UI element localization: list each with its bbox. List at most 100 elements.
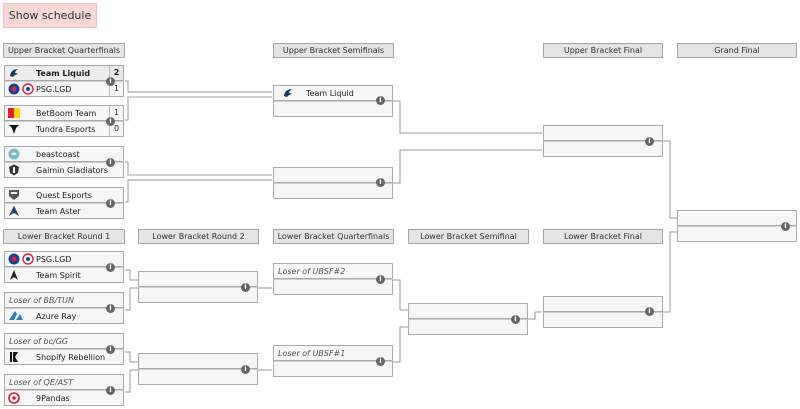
match-info-icon[interactable]: i — [376, 96, 385, 105]
match-slot[interactable]: Team Spirit — [4, 267, 124, 283]
placeholder-team-name: Loser of UBSF#2 — [278, 267, 346, 276]
match-slot[interactable]: Team Aster — [4, 203, 124, 219]
match-slot[interactable] — [273, 101, 393, 117]
match-slot[interactable]: Team Liquid 2 — [4, 65, 124, 81]
match-slot[interactable]: Loser of UBSF#1 — [273, 345, 393, 361]
team-name: Azure Ray — [36, 312, 77, 321]
match-ubsf-1[interactable]: Team Liquid — [273, 85, 393, 117]
match-info-icon[interactable]: i — [241, 283, 250, 292]
match-slot[interactable] — [273, 167, 393, 183]
team-name: Tundra Esports — [36, 125, 96, 134]
match-info-icon[interactable]: i — [376, 357, 385, 366]
match-ubsf-2[interactable] — [273, 167, 393, 199]
match-info-icon[interactable]: i — [106, 386, 115, 395]
lgd-logo-icon — [22, 83, 34, 95]
match-slot[interactable] — [677, 210, 797, 226]
match-info-icon[interactable]: i — [645, 137, 654, 146]
shopify-rebellion-logo-icon — [10, 352, 18, 362]
match-slot[interactable] — [138, 369, 258, 385]
quest-esports-logo-icon — [9, 190, 19, 200]
match-info-icon[interactable]: i — [376, 178, 385, 187]
match-lb-final[interactable] — [543, 296, 663, 328]
match-slot[interactable] — [543, 125, 663, 141]
match-slot[interactable] — [408, 319, 528, 335]
match-slot[interactable]: Azure Ray — [4, 308, 124, 324]
match-info-icon[interactable]: i — [106, 77, 115, 86]
match-info-icon[interactable]: i — [781, 222, 790, 231]
match-info-icon[interactable]: i — [106, 263, 115, 272]
match-slot[interactable] — [273, 361, 393, 377]
match-ubqf-2[interactable]: BetBoom Team 1 Tundra Esports 0 — [4, 105, 124, 137]
team-name: 9Pandas — [36, 394, 70, 403]
match-slot[interactable] — [543, 296, 663, 312]
match-slot[interactable] — [677, 226, 797, 242]
match-info-icon[interactable]: i — [106, 345, 115, 354]
match-grand-final[interactable] — [677, 210, 797, 242]
match-info-icon[interactable]: i — [645, 307, 654, 316]
match-ubqf-3[interactable]: beastcoast Gaimin Gladiators — [4, 146, 124, 178]
match-slot[interactable]: PSG.LGD — [4, 251, 124, 267]
match-ubqf-4[interactable]: Quest Esports Team Aster — [4, 187, 124, 219]
team-name: Team Liquid — [306, 89, 354, 98]
match-lbr1-1[interactable]: PSG.LGD Team Spirit — [4, 251, 124, 283]
psg-logo-icon — [8, 253, 20, 265]
match-slot[interactable]: Quest Esports — [4, 187, 124, 203]
team-name: Gaimin Gladiators — [36, 166, 108, 175]
match-info-icon[interactable]: i — [106, 199, 115, 208]
match-slot[interactable]: Gaimin Gladiators — [4, 162, 124, 178]
placeholder-team-name: Loser of BB/TUN — [9, 296, 74, 305]
team-name: Quest Esports — [36, 191, 92, 200]
match-lbqf-1[interactable]: Loser of UBSF#2 — [273, 263, 393, 295]
match-slot[interactable] — [543, 141, 663, 157]
match-info-icon[interactable]: i — [106, 117, 115, 126]
show-schedule-button[interactable]: Show schedule — [3, 3, 97, 28]
round-header-ub-quarterfinals: Upper Bracket Quarterfinals — [3, 43, 125, 58]
match-slot[interactable]: BetBoom Team 1 — [4, 105, 124, 121]
team-name: beastcoast — [36, 150, 80, 159]
match-info-icon[interactable]: i — [376, 275, 385, 284]
match-info-icon[interactable]: i — [241, 365, 250, 374]
match-slot[interactable] — [138, 353, 258, 369]
match-slot[interactable]: 9Pandas — [4, 390, 124, 406]
team-name: PSG.LGD — [36, 85, 72, 94]
match-info-icon[interactable]: i — [511, 315, 520, 324]
round-header-lb-quarterfinals: Lower Bracket Quarterfinals — [273, 229, 394, 244]
match-slot[interactable]: Loser of QE/AST — [4, 374, 124, 390]
match-slot[interactable]: Team Liquid — [273, 85, 393, 101]
round-header-lb-final: Lower Bracket Final — [543, 229, 663, 244]
match-slot[interactable]: PSG.LGD 1 — [4, 81, 124, 97]
azure-ray-logo-icon — [9, 311, 23, 320]
match-slot[interactable] — [543, 312, 663, 328]
match-lbqf-2[interactable]: Loser of UBSF#1 — [273, 345, 393, 377]
match-slot[interactable]: Loser of UBSF#2 — [273, 263, 393, 279]
match-slot[interactable] — [138, 271, 258, 287]
match-lbr2-2[interactable] — [138, 353, 258, 385]
match-slot[interactable] — [273, 183, 393, 199]
match-lbr1-2[interactable]: Loser of BB/TUN Azure Ray — [4, 292, 124, 324]
match-slot[interactable]: Loser of BB/TUN — [4, 292, 124, 308]
match-slot[interactable] — [408, 303, 528, 319]
match-lbr1-3[interactable]: Loser of bc/GG Shopify Rebellion — [4, 333, 124, 365]
round-header-ub-final: Upper Bracket Final — [543, 43, 663, 58]
match-slot[interactable]: Loser of bc/GG — [4, 333, 124, 349]
match-info-icon[interactable]: i — [106, 158, 115, 167]
match-ubqf-1[interactable]: Team Liquid 2 PSG.LGD 1 — [4, 65, 124, 97]
team-name: BetBoom Team — [36, 109, 97, 118]
tundra-logo-icon — [9, 125, 19, 134]
match-slot[interactable] — [138, 287, 258, 303]
team-score: 1 — [109, 106, 123, 120]
9pandas-logo-icon — [8, 392, 20, 404]
match-slot[interactable] — [273, 279, 393, 295]
match-info-icon[interactable]: i — [106, 304, 115, 313]
match-lbr1-4[interactable]: Loser of QE/AST 9Pandas — [4, 374, 124, 406]
match-ub-final[interactable] — [543, 125, 663, 157]
match-slot[interactable]: Shopify Rebellion — [4, 349, 124, 365]
match-lb-semifinal[interactable] — [408, 303, 528, 335]
match-slot[interactable]: Tundra Esports 0 — [4, 121, 124, 137]
team-liquid-logo-icon — [10, 69, 18, 77]
placeholder-team-name: Loser of QE/AST — [9, 378, 74, 387]
round-header-grand-final: Grand Final — [677, 43, 797, 58]
match-lbr2-1[interactable] — [138, 271, 258, 303]
match-slot[interactable]: beastcoast — [4, 146, 124, 162]
